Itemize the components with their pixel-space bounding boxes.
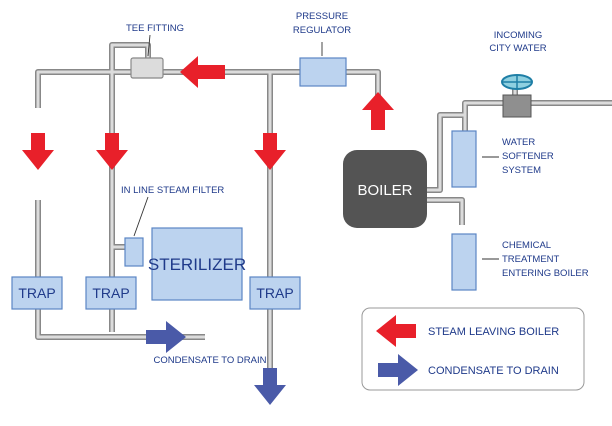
steam-arrow-down-right bbox=[254, 133, 286, 170]
pipe-network bbox=[35, 42, 612, 380]
trap-label-right: TRAP bbox=[256, 285, 293, 301]
chemical-treatment-label-line3: ENTERING BOILER bbox=[502, 268, 589, 279]
trap-box-right bbox=[249, 276, 301, 310]
condensate-arrow-down bbox=[254, 368, 286, 405]
chemical-treatment-tank bbox=[451, 233, 477, 291]
steam-arrows bbox=[22, 56, 394, 170]
pressure-regulator-label-line2: REGULATOR bbox=[293, 25, 351, 36]
legend-steam-label: STEAM LEAVING BOILER bbox=[428, 326, 559, 338]
condensate-arrows bbox=[146, 321, 286, 405]
trap-box-middle bbox=[85, 276, 137, 310]
tee-fitting-label: TEE FITTING bbox=[126, 23, 184, 34]
legend-condensate-label: CONDENSATE TO DRAIN bbox=[428, 365, 559, 377]
water-softener-label-line1: WATER bbox=[502, 137, 535, 148]
chemical-treatment-label-line2: TREATMENT bbox=[502, 254, 560, 265]
boiler-label: BOILER bbox=[357, 182, 412, 199]
steam-arrow-left bbox=[180, 56, 225, 88]
sterilizer-label: STERILIZER bbox=[148, 255, 246, 274]
legend: STEAM LEAVING BOILER CONDENSATE TO DRAIN bbox=[361, 307, 585, 391]
pressure-regulator-box bbox=[299, 57, 347, 87]
boiler-unit bbox=[343, 150, 427, 228]
inline-steam-filter bbox=[124, 237, 144, 267]
legend-steam-arrow-icon bbox=[376, 315, 416, 347]
inline-steam-filter-label: IN LINE STEAM FILTER bbox=[121, 185, 224, 196]
legend-condensate-arrow-icon bbox=[378, 354, 418, 386]
incoming-city-water-label-line1: INCOMING bbox=[494, 30, 543, 41]
leader-lines bbox=[133, 34, 499, 260]
pressure-regulator-label-line1: PRESSURE bbox=[296, 11, 348, 22]
steam-arrow-down-middle bbox=[96, 133, 128, 170]
condensate-to-drain-label: CONDENSATE TO DRAIN bbox=[154, 355, 267, 366]
condensate-arrow-right bbox=[146, 321, 186, 353]
incoming-city-water-label-line2: CITY WATER bbox=[489, 43, 546, 54]
trap-label-left: TRAP bbox=[18, 285, 55, 301]
steam-arrow-down-left bbox=[22, 133, 54, 170]
tee-fitting-block bbox=[130, 57, 164, 79]
sterilizer-box bbox=[151, 227, 243, 301]
valve-body bbox=[502, 94, 532, 118]
trap-label-middle: TRAP bbox=[92, 285, 129, 301]
water-softener-label-line3: SYSTEM bbox=[502, 165, 541, 176]
trap-box-left bbox=[11, 276, 63, 310]
legend-box bbox=[361, 307, 585, 391]
water-softener-label-line2: SOFTENER bbox=[502, 151, 554, 162]
pipe-outline-chemical bbox=[427, 197, 465, 225]
chemical-treatment-label-line1: CHEMICAL bbox=[502, 240, 551, 251]
water-softener-tank bbox=[451, 130, 477, 188]
steam-arrow-up bbox=[362, 92, 394, 130]
